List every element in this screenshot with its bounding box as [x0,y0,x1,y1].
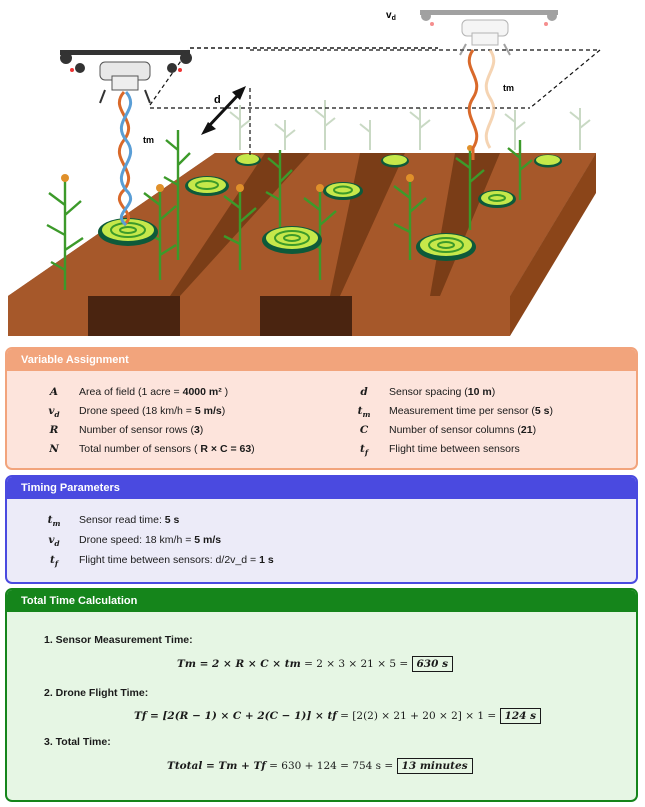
variable-description: Measurement time per sensor (5 s) [389,405,553,417]
tm-label-left: tm [143,135,154,145]
variable-symbol: tf [359,443,369,458]
measurement-beam-right [467,49,496,160]
variable-symbol: C [359,424,369,436]
drone-right-icon [420,10,558,56]
variable-symbol: tm [357,405,371,420]
step3-heading: 3. Total Time: [44,736,111,748]
field-side [510,153,596,336]
step1-mid: = 2 × 3 × 21 × 5 = [304,658,409,670]
sensor-disk [534,154,562,168]
variable-assignment-panel: Variable Assignment A Area of field (1 ac… [5,347,638,470]
total-time-panel: Total Time Calculation 1. Sensor Measure… [5,588,638,802]
field-bed [180,153,360,296]
step1-result: 630 s [411,656,453,672]
sensor-disk [478,190,516,208]
variable-symbol: N [49,443,59,455]
sensor-disk [381,154,409,168]
field-front-furrow [88,296,180,336]
variable-description: Area of field (1 acre = 4000 m² ) [79,386,229,398]
spacing-arrow [201,86,246,135]
drone-left-icon [60,50,192,104]
variable-description: Sensor spacing (10 m) [389,386,496,398]
step3-lhs: Ttotal = Tm + Tf [167,760,266,772]
timing-description: Sensor read time: 5 s [79,514,180,526]
step3-equation: Ttotal = Tm + Tf = 630 + 124 = 754 s = 1… [167,758,473,774]
soil-sensors [98,154,562,261]
field-illustration: d tm vd tm [8,10,601,336]
sensor-disk [235,154,261,166]
step3-result: 13 minutes [396,758,473,774]
total-time-title: Total Time Calculation [7,590,636,612]
variable-description: Total number of sensors ( R × C = 63) [79,443,255,455]
measurement-beam-left [117,91,133,227]
variable-symbol: d [360,386,368,398]
variable-symbol: vd [48,405,60,420]
variable-symbol: A [49,386,59,398]
step2-lhs: Tf = [2(R − 1) × C + 2(C − 1)] × tf [134,710,337,722]
timing-parameters-title: Timing Parameters [7,477,636,499]
step1-heading: 1. Sensor Measurement Time: [44,634,193,646]
step2-equation: Tf = [2(R − 1) × C + 2(C − 1)] × tf = [2… [134,708,542,724]
field-bed [440,153,596,296]
d-label: d [214,94,221,106]
step1-equation: Tm = 2 × R × C × tm = 2 × 3 × 21 × 5 = 6… [177,656,453,672]
step2-mid: = [2(2) × 21 + 20 × 2] × 1 = [340,710,497,722]
corn-plants [46,130,533,290]
step2-result: 124 s [499,708,542,724]
timing-description: Flight time between sensors: d/2v_d = 1 … [79,554,274,566]
field-front [8,296,510,336]
sensor-disk [185,176,229,196]
field-front-furrow [260,296,352,336]
step2-heading: 2. Drone Flight Time: [44,687,149,699]
corn-tassels [61,145,473,192]
variable-description: Number of sensor columns (21) [389,424,537,436]
sensor-disk [98,218,158,246]
variable-description: Number of sensor rows (3) [79,424,204,436]
sensor-disk [262,226,322,254]
timing-symbol: tm [47,514,61,529]
tm-label-right: tm [503,83,514,93]
variable-description: Drone speed (18 km/h = 5 m/s) [79,405,226,417]
variable-description: Flight time between sensors [389,443,520,455]
timing-symbol: vd [48,534,60,549]
variable-symbol: R [49,424,59,436]
timing-description: Drone speed: 18 km/h = 5 m/s [79,534,222,546]
variable-assignment-title: Variable Assignment [7,349,636,371]
step1-lhs: Tm = 2 × R × C × tm [177,658,301,670]
sensor-disk [416,233,476,261]
sensor-disk [323,182,363,200]
timing-symbol: tf [49,554,59,569]
vd-label: vd [386,10,396,22]
timing-parameters-panel: Timing Parameters tm Sensor read time: 5 … [5,475,638,584]
step3-mid: = 630 + 124 = 754 s = [269,760,394,772]
